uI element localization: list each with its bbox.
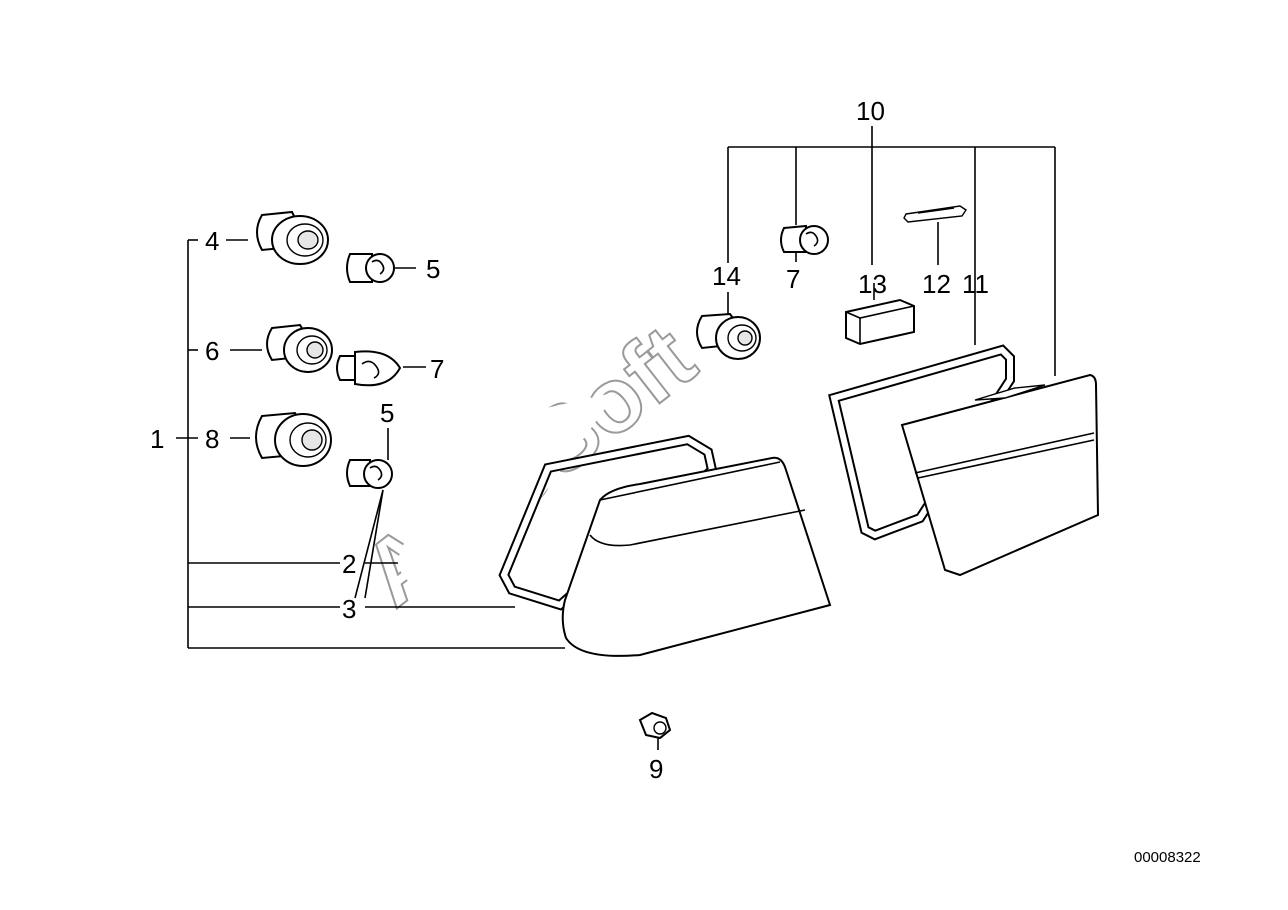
bulb-socket-8-icon xyxy=(255,411,332,467)
nut-9-icon xyxy=(638,711,672,740)
callout-14: 14 xyxy=(712,261,741,291)
drawing-number: 00008322 xyxy=(1134,849,1201,866)
gasket-2-icon xyxy=(397,392,616,588)
callout-7-right: 7 xyxy=(786,264,800,294)
bulb-7-left-icon xyxy=(336,350,402,387)
bulb-socket-4-icon xyxy=(256,210,329,265)
right-group-bracket xyxy=(657,126,1056,750)
callout-12: 12 xyxy=(922,269,951,299)
festoon-bulb-12-icon xyxy=(903,205,967,223)
callout-11: 11 xyxy=(962,269,989,299)
bulb-7-right-icon xyxy=(780,224,829,255)
tail-light-inner-icon xyxy=(900,373,1100,577)
bulb-5-lower-icon xyxy=(346,459,393,489)
bulb-5-top-icon xyxy=(346,253,395,283)
callout-5-top: 5 xyxy=(426,254,440,284)
callout-3: 3 xyxy=(342,594,356,624)
callout-1: 1 xyxy=(150,424,164,454)
left-group-bracket xyxy=(176,239,565,649)
connector-13-icon xyxy=(845,298,915,346)
callout-9: 9 xyxy=(649,754,663,784)
bulb-socket-14-icon xyxy=(696,312,761,360)
callout-8: 8 xyxy=(205,424,219,454)
callout-13: 13 xyxy=(858,269,887,299)
callout-6: 6 xyxy=(205,336,219,366)
bulb-socket-6-icon xyxy=(266,323,333,373)
tail-light-left-icon xyxy=(561,456,832,657)
callout-5-lower: 5 xyxy=(380,398,394,428)
callout-7-left: 7 xyxy=(430,354,444,384)
callout-2: 2 xyxy=(342,549,356,579)
callout-10: 10 xyxy=(856,96,885,126)
callout-4: 4 xyxy=(205,226,219,256)
